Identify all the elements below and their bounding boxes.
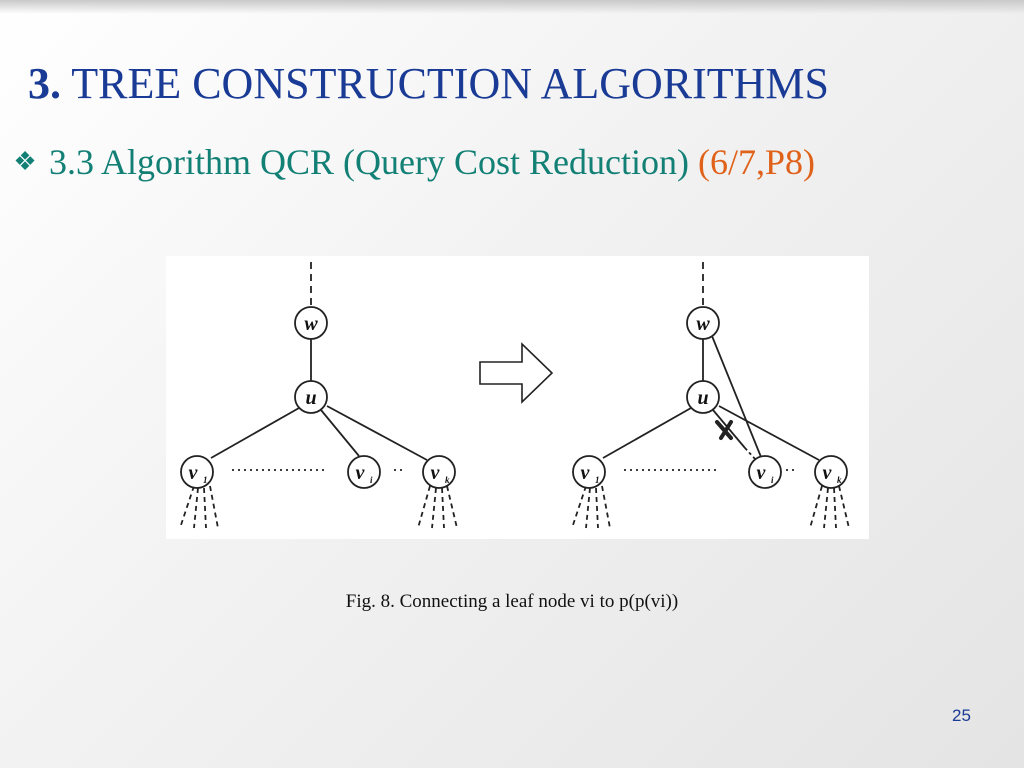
left-vk-children (417, 485, 458, 529)
removed-edge-x-icon (715, 420, 733, 440)
right-node-vk (814, 455, 848, 489)
right-label-vi: v (757, 462, 767, 484)
left-label-w: w (304, 313, 318, 335)
title-text: TREE CONSTRUCTION ALGORITHMS (71, 59, 830, 108)
tree-figure: w u v 1 v i v k w u v 1 v i v k (166, 256, 869, 539)
left-node-u (294, 380, 328, 414)
left-node-vk (422, 455, 456, 489)
right-label-vk: v (823, 462, 833, 484)
right-node-w (686, 306, 720, 340)
right-arrow-icon (479, 342, 554, 404)
right-v1-children (571, 485, 611, 529)
right-node-u (686, 380, 720, 414)
slide-title: 3. TREE CONSTRUCTION ALGORITHMS (28, 58, 829, 109)
figure-caption: Fig. 8. Connecting a leaf node vi to p(p… (345, 591, 679, 612)
left-edge-u-vk (326, 405, 428, 461)
right-label-vi-sub: i (771, 475, 774, 485)
right-node-v1 (572, 455, 606, 489)
left-label-u: u (305, 387, 316, 409)
right-label-u: u (697, 387, 708, 409)
left-node-vi (347, 455, 381, 489)
title-number: 3. (28, 59, 61, 108)
left-node-w (294, 306, 328, 340)
right-edge-u-vk (718, 405, 820, 461)
tree-diagram: w u v 1 v i v k w u v 1 v i v k (179, 262, 850, 529)
right-vk-children (809, 485, 850, 529)
diamond-bullet-icon: ❖ (13, 147, 37, 176)
right-label-v1-sub: 1 (595, 475, 600, 485)
right-edge-u-vi-removed (712, 409, 746, 449)
left-edge-u-vi (320, 409, 360, 457)
right-label-v1: v (581, 462, 591, 484)
left-node-v1 (180, 455, 214, 489)
right-edge-u-v1 (602, 407, 692, 459)
left-label-vk-sub: k (445, 475, 450, 485)
top-shade (0, 0, 1024, 14)
right-node-vi (748, 455, 782, 489)
page-number: 25 (952, 706, 971, 725)
right-edge-u-vi-removed-dashed (744, 447, 757, 461)
right-label-w: w (696, 313, 710, 335)
subtitle-reference: (6/7,P8) (697, 142, 815, 182)
left-label-vk: v (431, 462, 441, 484)
right-label-vk-sub: k (837, 475, 842, 485)
left-v1-children (179, 485, 219, 529)
left-label-vi: v (356, 462, 366, 484)
left-edge-u-v1 (210, 407, 300, 459)
right-new-edge-w-vi (711, 335, 762, 458)
left-label-v1: v (189, 462, 199, 484)
left-label-v1-sub: 1 (203, 475, 208, 485)
slide-subtitle: ❖ 3.3 Algorithm QCR (Query Cost Reductio… (10, 141, 815, 183)
subtitle-text: 3.3 Algorithm QCR (Query Cost Reduction) (49, 142, 689, 182)
left-label-vi-sub: i (370, 475, 373, 485)
